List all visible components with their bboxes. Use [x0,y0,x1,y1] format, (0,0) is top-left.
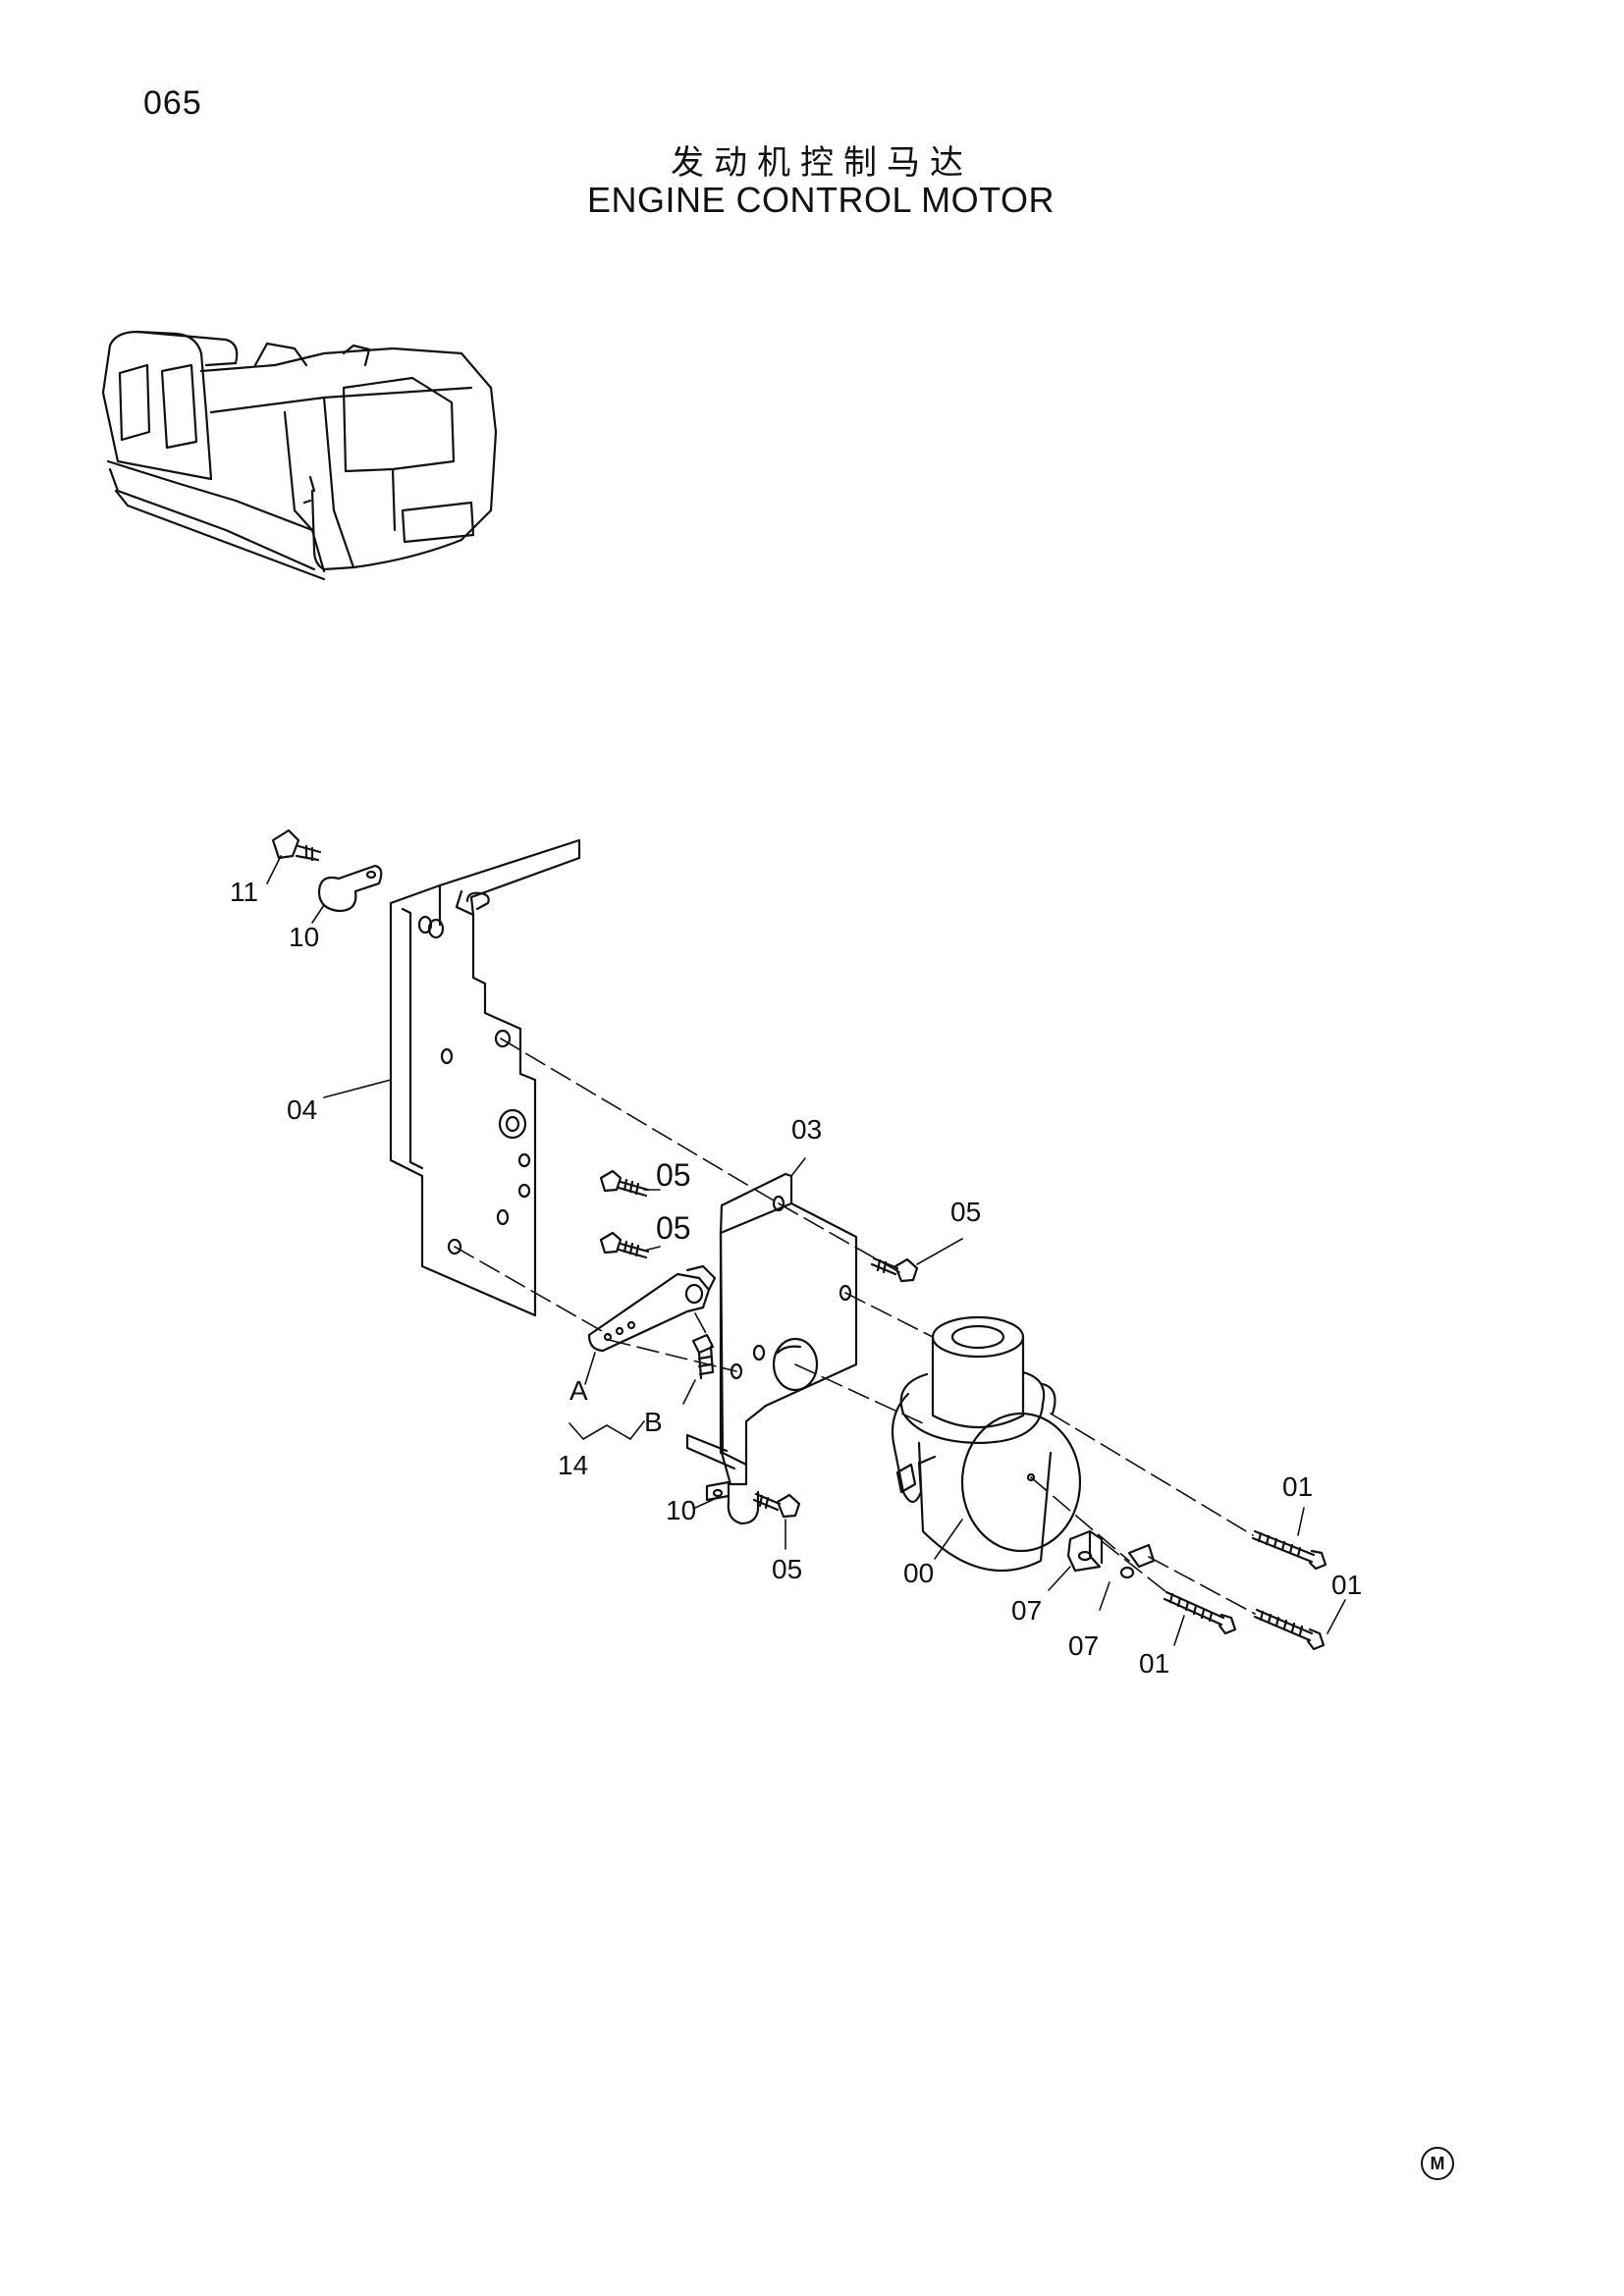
callout-00: 00 [903,1558,934,1588]
bracket-04 [389,838,581,1317]
clamp-10-bottom [705,1480,760,1525]
bolt-05-b [599,1231,650,1259]
callout-05-d: 05 [772,1554,802,1584]
bolt-05-d [752,1492,801,1519]
callout-04: 04 [287,1095,317,1125]
callout-01-a: 01 [1282,1471,1313,1502]
lever-assembly-14 [587,1264,717,1380]
screw-01-b [1163,1590,1237,1635]
alignment-lines [454,1038,1256,1615]
screw-01-c [1253,1608,1326,1651]
manufacturer-logo: M [1421,2147,1454,2180]
callout-11: 11 [230,877,258,907]
callout-01-b: 01 [1139,1648,1169,1679]
screw-01-a [1251,1529,1327,1571]
bolt-05-a [599,1169,650,1198]
motor-00 [891,1315,1082,1573]
clamp-10-top [317,864,383,913]
bolt-11 [271,828,322,862]
callout-labels: 11 10 04 03 05 05 05 A B 14 10 05 00 07 … [230,877,1362,1679]
title-english: ENGINE CONTROL MOTOR [586,180,1056,220]
bracket-07-b [1119,1543,1156,1579]
callout-03: 03 [791,1114,822,1145]
callout-05-a: 05 [656,1157,691,1193]
callout-07-a: 07 [1011,1595,1042,1626]
callout-01-c: 01 [1331,1570,1362,1600]
callout-05-b: 05 [656,1210,691,1246]
excavator-locator-illustration [101,330,498,581]
title-chinese: 发动机控制马达 [671,143,973,183]
callout-10-bottom: 10 [666,1495,696,1525]
callout-14: 14 [558,1450,588,1480]
bracket-07-a [1066,1529,1104,1573]
callout-10-top: 10 [289,922,319,952]
leader-lines [266,855,1346,1646]
callout-A: A [569,1375,588,1406]
callout-07-b: 07 [1068,1630,1099,1661]
page-number: 065 [143,84,202,122]
callout-B: B [644,1407,663,1437]
bracket-03 [685,1172,858,1486]
callout-05-c: 05 [950,1197,981,1227]
